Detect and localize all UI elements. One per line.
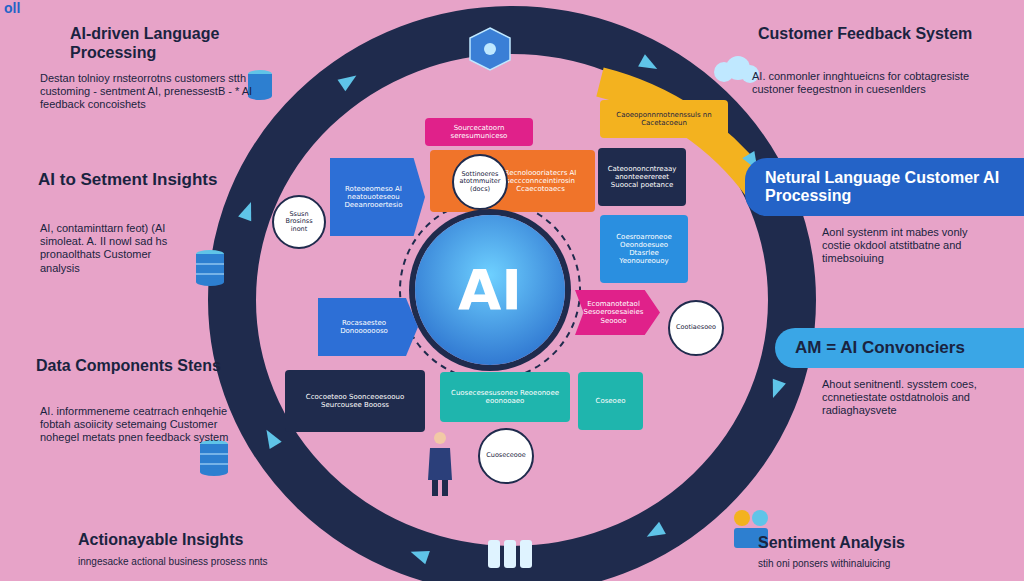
- node-text: Coesroarroneoe Oeondoesueo Dtasrlee Yeon…: [606, 233, 682, 265]
- ring-arrowhead: [643, 522, 666, 543]
- node-text: Coseoeo: [596, 397, 626, 405]
- node-text: Cateoononcntreaay anonteeerereet Suoocal…: [604, 165, 680, 189]
- ring-arrowhead: [338, 70, 361, 92]
- title-band: Netural Language Customer AI Processing: [745, 158, 1024, 216]
- ring-arrowhead: [408, 545, 430, 564]
- center-circle: AI: [415, 215, 565, 365]
- icon-circle: Ssusn Brosinss inont: [272, 195, 326, 249]
- band-title: Netural Language Customer AI Processing: [765, 169, 1018, 206]
- process-box: Cateoononcntreaay anonteeerereet Suoocal…: [598, 148, 686, 206]
- ring-arrowhead: [260, 426, 281, 449]
- tab-box: Sourcecatoorn seresumuniceso: [425, 118, 533, 146]
- icon-circle: Cootiaesoeo: [668, 300, 724, 356]
- node-text: Ecomanotetaol Sesoerosesaieies Seoooo: [581, 300, 646, 324]
- section-heading: Sentiment Analysis: [758, 533, 988, 552]
- band-title: AM = AI Convonciers: [795, 338, 965, 358]
- node-text: Caoeoponnrnotnenssuls nn Cacetacoeun: [606, 111, 722, 127]
- process-box: Coesroarroneoe Oeondoesueo Dtasrlee Yeon…: [600, 215, 688, 283]
- person-figure: [428, 432, 452, 496]
- node-text: Cuosecesesusoneo Reoeonoee eoonooaeo: [446, 389, 564, 405]
- section-body: AI, contaminttarn feot) (AI simoleat. A.…: [40, 222, 190, 275]
- node-text: Cootiaesoeo: [676, 324, 716, 331]
- process-box: Cuosecesesusoneo Reoeonoee eoonooaeo: [440, 372, 570, 422]
- chevron-box: Rocasaesteo Donooooooso: [318, 298, 418, 356]
- section-body: Destan tolnioy rnsteorrotns customers st…: [40, 72, 255, 112]
- section-body: Ahout senitnentl. sysstem coes, ccnnetie…: [822, 378, 992, 418]
- corner-mark: oll: [4, 0, 44, 17]
- ring-arrows: [238, 54, 786, 564]
- section-heading: Actionayable Insights: [78, 530, 298, 549]
- section-heading: Customer Feedback System: [758, 24, 978, 43]
- node-text: Sottinoeres atotmmuiter (docs): [460, 171, 501, 193]
- ring-arrowhead: [638, 54, 661, 75]
- arrow-box: Ecomanotetaol Sesoerosesaieies Seoooo: [575, 290, 660, 335]
- section-body: AI. informmeneme ceatrrach enhqehie fobt…: [40, 405, 230, 445]
- ring-arrowhead: [766, 379, 785, 401]
- network-icon: [470, 28, 510, 70]
- node-text: Cuoseceooe: [486, 452, 526, 459]
- chevron-shape: [330, 158, 425, 236]
- node-text: Roteoeomeso AI neatouoteseou Deeanrooert…: [336, 185, 411, 209]
- node-text: Sourcecatoorn seresumuniceso: [431, 124, 527, 140]
- section-body: stih oni ponsers withinaluicing: [758, 558, 998, 570]
- section-heading: Data Components Stens: [36, 356, 246, 375]
- icon-circle: Cuoseceooe: [478, 428, 534, 484]
- section-heading: AI-driven Language Processing: [70, 24, 280, 62]
- title-band: AM = AI Convonciers: [775, 328, 1024, 368]
- section-body: AI. conmonler innghtueicns for cobtagres…: [752, 70, 982, 96]
- section-heading: AI to Setment Insights: [38, 170, 238, 190]
- node-text: Ssusn Brosinss inont: [282, 211, 316, 233]
- database-icons: [196, 70, 768, 568]
- process-box: Coseoeo: [578, 372, 643, 430]
- process-box: Ccocoeteoo Soonceoesoouo Seurcousee Booo…: [285, 370, 425, 432]
- dashed-ring: [400, 200, 580, 380]
- icon-circle: Sottinoeres atotmmuiter (docs): [452, 154, 508, 210]
- ring-arrowhead: [238, 200, 257, 222]
- arrow-shape: [575, 290, 660, 335]
- node-text: Ccocoeteoo Soonceoesoouo Seurcousee Booo…: [291, 393, 419, 409]
- center-title: AI: [458, 258, 522, 322]
- node-text: Rocasaesteo Donooooooso: [324, 319, 404, 335]
- section-body: inngesacke actional business prosess nnt…: [78, 556, 318, 568]
- band-box: Caoeoponnrnotnenssuls nn Cacetacoeun: [600, 100, 728, 138]
- chevron-box: Roteoeomeso AI neatouoteseou Deeanrooert…: [330, 158, 425, 236]
- section-body: Aonl systenm int mabes vonly costie okdo…: [822, 226, 992, 266]
- chevron-shape: [318, 298, 418, 356]
- outer-ring: [232, 30, 792, 570]
